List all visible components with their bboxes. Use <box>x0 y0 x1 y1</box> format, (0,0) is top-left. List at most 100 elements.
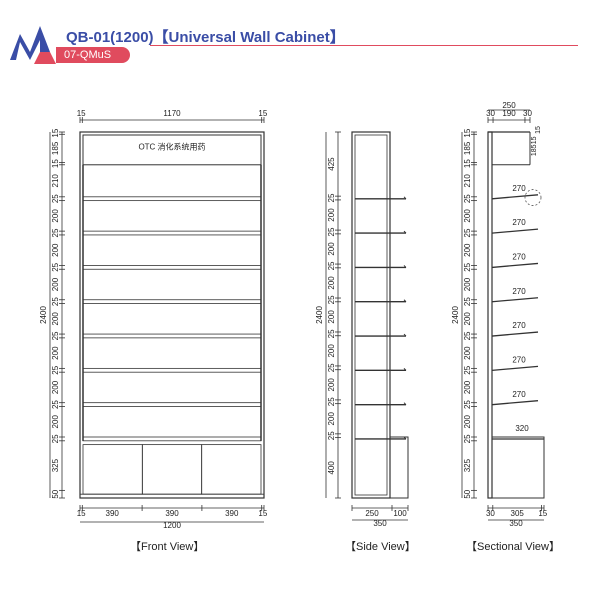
section-inner-label: 185 <box>531 144 538 156</box>
front-height-dim-label: 185 <box>51 141 60 155</box>
front-sign-panel <box>82 134 262 166</box>
section-shelf <box>491 365 539 372</box>
section-shelf-depth-label: 270 <box>512 184 526 193</box>
section-bottom-dim-label: 30 <box>486 509 495 518</box>
side-shelf-tip <box>403 368 407 371</box>
section-height-dim-label: 15 <box>463 128 472 137</box>
section-height-dim-label: 200 <box>463 415 472 429</box>
section-height-dim-label: 200 <box>463 346 472 360</box>
section-shelf-depth-label: 270 <box>512 253 526 262</box>
front-bottom-dim-label: 390 <box>106 509 120 518</box>
section-detail-circle <box>524 189 542 206</box>
side-shelf-tip <box>403 265 407 268</box>
front-bottom-dim-label: 15 <box>77 509 86 518</box>
section-shelf-depth-label: 270 <box>512 355 526 364</box>
front-height-dim-label: 25 <box>51 400 60 409</box>
section-shelf-depth-label: 270 <box>512 390 526 399</box>
title-underline <box>150 45 578 46</box>
front-height-dim-label: 25 <box>51 194 60 203</box>
side-bottom-dim-label: 250 <box>365 509 379 518</box>
section-shelf-depth-label: 320 <box>515 424 529 433</box>
sectional-view-caption: 【Sectional View】 <box>466 541 560 553</box>
section-bottom-dim-label: 15 <box>538 509 547 518</box>
front-height-dim-label: 200 <box>51 277 60 291</box>
section-height-dim-label: 200 <box>463 380 472 394</box>
front-base-door <box>82 444 143 495</box>
side-overall-width-label: 350 <box>373 519 387 528</box>
side-shelf-tip <box>403 402 407 406</box>
side-height-dim-label: 25 <box>327 431 336 440</box>
section-height-dim-label: 185 <box>463 141 472 155</box>
section-height-dim-label: 15 <box>463 159 472 168</box>
front-height-dim-label: 200 <box>51 380 60 394</box>
front-overall-height-label: 2400 <box>39 306 48 324</box>
side-height-dim-label: 25 <box>327 227 336 236</box>
section-shelf-depth-label: 270 <box>512 218 526 227</box>
front-height-dim-label: 15 <box>51 128 60 137</box>
header: QB-01(1200)【Universal Wall Cabinet】 07-Q… <box>0 0 600 70</box>
side-shelf-tip <box>403 196 407 200</box>
front-height-dim-label: 25 <box>51 228 60 237</box>
side-shelf-tip <box>403 299 407 303</box>
side-bottom-dim-label: 100 <box>393 509 407 518</box>
page-title: QB-01(1200)【Universal Wall Cabinet】 <box>66 29 345 46</box>
front-height-dim-label: 210 <box>51 174 60 188</box>
front-height-dim-label: 200 <box>51 346 60 360</box>
product-code: 07-QMuS <box>64 49 112 61</box>
product-code-badge <box>56 47 130 63</box>
section-height-dim-label: 25 <box>463 434 472 443</box>
section-height-dim-label: 25 <box>463 262 472 271</box>
front-height-dim-label: 25 <box>51 434 60 443</box>
front-view: OTC 消化系统用药 15 185 15 210 25 200 25 200 25 200 25 200… <box>39 109 268 530</box>
side-height-dim-label: 25 <box>327 261 336 270</box>
section-inner-small-label: 15 <box>531 136 538 144</box>
side-body-outline <box>351 131 391 499</box>
section-height-dim-label: 325 <box>463 458 472 472</box>
side-height-dim-label: 200 <box>327 344 336 358</box>
front-height-dim-label: 325 <box>51 458 60 472</box>
section-top-overall-label: 250 <box>502 101 516 110</box>
section-shelf <box>491 262 539 269</box>
front-top-dim-label: 15 <box>258 109 267 118</box>
front-shelf-edge <box>82 230 262 236</box>
front-height-dim-label: 200 <box>51 243 60 257</box>
front-height-dim-label: 25 <box>51 297 60 306</box>
side-height-dim-label: 25 <box>327 329 336 338</box>
front-height-dim-label: 25 <box>51 331 60 340</box>
front-view-caption: 【Front View】 <box>130 541 205 553</box>
side-shelf-tip <box>403 230 407 234</box>
section-shelf-depth-label: 270 <box>512 287 526 296</box>
section-height-dim-label: 50 <box>463 489 472 498</box>
front-bottom-dim-label: 390 <box>165 509 179 518</box>
front-shelf-edge <box>82 436 262 442</box>
front-shelf-edge <box>82 196 262 202</box>
side-height-dim-label: 25 <box>327 363 336 372</box>
section-bottom-dim-label: 305 <box>511 509 525 518</box>
front-height-dim-label: 25 <box>51 365 60 374</box>
brand-logo <box>10 26 56 64</box>
side-height-dim-label: 425 <box>327 157 336 171</box>
section-base-box <box>491 436 545 499</box>
front-height-dim-label: 25 <box>51 262 60 271</box>
front-shelf-edge <box>82 299 262 304</box>
section-shelf <box>491 400 539 406</box>
side-view: 4252520025200252002520025200252002520025… <box>315 131 409 528</box>
front-shelf-edge <box>82 367 262 373</box>
side-height-dim-label: 25 <box>327 193 336 202</box>
section-height-dim-label: 25 <box>463 400 472 409</box>
side-height-dim-label: 200 <box>327 378 336 392</box>
front-sign-text: OTC 消化系统用药 <box>138 141 205 151</box>
front-height-dim-label: 15 <box>51 159 60 168</box>
side-height-dim-label: 25 <box>327 295 336 304</box>
front-height-dim-label: 200 <box>51 415 60 429</box>
section-height-dim-label: 25 <box>463 194 472 203</box>
front-height-dim-label: 200 <box>51 209 60 223</box>
section-height-dim-label: 25 <box>463 365 472 374</box>
side-height-dim-label: 200 <box>327 242 336 256</box>
front-height-dim-label: 50 <box>51 489 60 498</box>
side-height-dim-label: 400 <box>327 461 336 475</box>
side-base-extension <box>389 436 409 499</box>
section-overall-width-label: 350 <box>509 519 523 528</box>
front-shelf-edge <box>82 402 262 407</box>
